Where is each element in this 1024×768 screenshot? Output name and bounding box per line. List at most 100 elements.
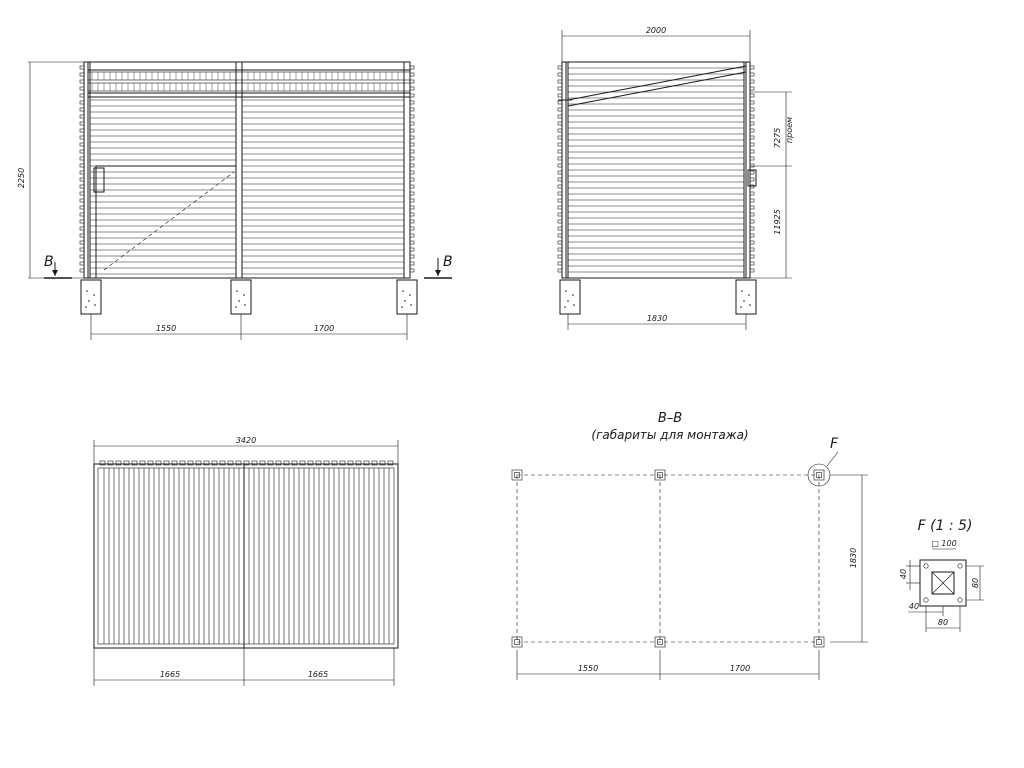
roof-bump <box>179 460 186 466</box>
bolt-bump <box>409 191 415 196</box>
bolt-bump <box>409 121 415 126</box>
section-mark-left: В <box>44 254 54 270</box>
front-view: 2250 В В 1550 1700 <box>17 61 453 340</box>
bolt-bump <box>749 233 755 238</box>
footing-aggregate <box>243 294 245 296</box>
roof-bump <box>315 460 322 466</box>
bolt-bump <box>409 135 415 140</box>
footing-aggregate <box>565 290 567 292</box>
post-section <box>514 472 520 478</box>
roof-bump <box>115 460 122 466</box>
bolt-bump <box>749 149 755 154</box>
bolt-bump <box>79 121 85 126</box>
roof-bump <box>331 460 338 466</box>
bolt-bump <box>409 86 415 91</box>
bolt-bump <box>79 184 85 189</box>
bolt-bump <box>557 114 563 119</box>
bolt-bump <box>409 226 415 231</box>
bolt-bump <box>409 93 415 98</box>
roof-bump <box>275 460 282 466</box>
front-height-dim: 2250 <box>17 168 26 188</box>
roof-bump <box>147 460 154 466</box>
bolt-bump <box>79 163 85 168</box>
bolt-bump <box>749 100 755 105</box>
top-view: 3420 1665 1665 <box>93 436 399 686</box>
bolt-bump <box>749 184 755 189</box>
bolt-bump <box>557 163 563 168</box>
detail-square-dim: □ 100 <box>931 539 956 548</box>
bolt-bump <box>79 149 85 154</box>
top-width-dim: 3420 <box>236 436 256 445</box>
roof-bump <box>283 460 290 466</box>
bolt-bump <box>409 261 415 266</box>
bolt-bump <box>749 79 755 84</box>
roof-bump <box>211 460 218 466</box>
bolt-bump <box>557 128 563 133</box>
bolt-bump <box>749 268 755 273</box>
bolt-bump <box>557 107 563 112</box>
bolt-bump <box>557 177 563 182</box>
bolt-bump <box>79 79 85 84</box>
bolt-bump <box>749 114 755 119</box>
top-dim-right: 1665 <box>308 670 328 679</box>
footing-aggregate <box>567 300 569 302</box>
bolt-bump <box>409 72 415 77</box>
bolt-bump <box>557 86 563 91</box>
bolt-bump <box>409 79 415 84</box>
roof-bump <box>267 460 274 466</box>
bolt-bump <box>409 163 415 168</box>
roof-bump <box>139 460 146 466</box>
bolt-bump <box>409 170 415 175</box>
roof-bump <box>203 460 210 466</box>
bolt-bump <box>79 247 85 252</box>
roof-bump <box>259 460 266 466</box>
bolt-bump <box>749 177 755 182</box>
bolt-bump <box>557 191 563 196</box>
bolt-bump <box>749 191 755 196</box>
section-title: В–В <box>658 411 682 426</box>
bolt-bump <box>749 156 755 161</box>
bolt-bump <box>557 212 563 217</box>
bolt-bump <box>557 65 563 70</box>
base-plate <box>511 636 523 648</box>
bolt-bump <box>409 268 415 273</box>
bolt-bump <box>749 219 755 224</box>
roof-bump <box>163 460 170 466</box>
bolt-bump <box>557 93 563 98</box>
bolt-bump <box>557 184 563 189</box>
base-plate <box>813 469 825 481</box>
bolt-bump <box>749 142 755 147</box>
roof-bump <box>187 460 194 466</box>
footing-aggregate <box>740 306 742 308</box>
footing-aggregate <box>85 306 87 308</box>
footing-aggregate <box>244 304 246 306</box>
bolt-bump <box>79 254 85 259</box>
bolt-bump <box>557 121 563 126</box>
footing-aggregate <box>743 300 745 302</box>
bolt-bump <box>749 163 755 168</box>
bolt-bump <box>79 72 85 77</box>
footing-aggregate <box>749 304 751 306</box>
bolt-bump <box>749 65 755 70</box>
bolt-bump <box>557 261 563 266</box>
bolt-bump <box>409 149 415 154</box>
footing-aggregate <box>404 300 406 302</box>
bolt-bump <box>79 86 85 91</box>
bolt-bump <box>409 198 415 203</box>
bolt-bump <box>79 170 85 175</box>
bolt-bump <box>749 93 755 98</box>
bolt-bump <box>749 226 755 231</box>
bolt-bump <box>557 156 563 161</box>
bolt-bump <box>79 128 85 133</box>
bolt-bump <box>749 86 755 91</box>
roof-bump <box>307 460 314 466</box>
footing-aggregate <box>409 294 411 296</box>
bolt-bump <box>79 233 85 238</box>
bolt-bump <box>557 226 563 231</box>
roof-bump <box>171 460 178 466</box>
post-section <box>816 639 822 645</box>
bolt-bump <box>749 170 755 175</box>
bolt-bump <box>409 212 415 217</box>
base-plate <box>511 469 523 481</box>
bolt-bump <box>409 233 415 238</box>
